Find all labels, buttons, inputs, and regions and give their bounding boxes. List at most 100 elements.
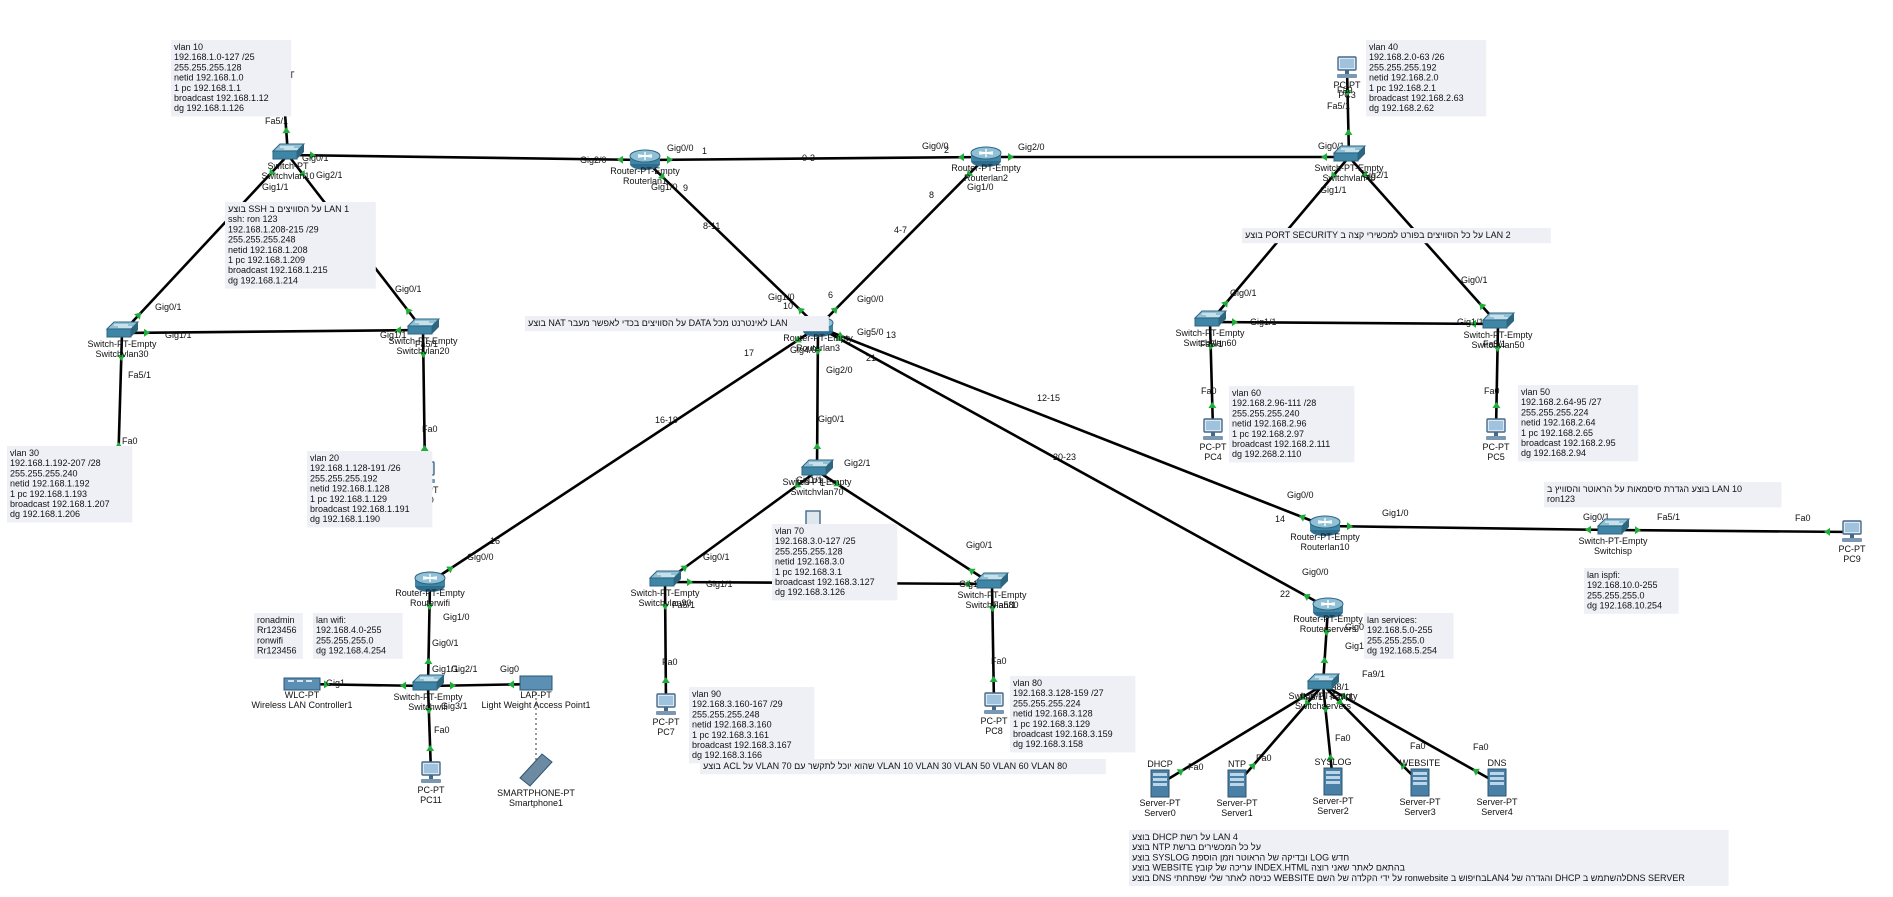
port-label: Fa0 bbox=[1795, 513, 1811, 523]
link-status-indicator bbox=[508, 680, 515, 689]
device-hostname: Routerservers bbox=[1300, 624, 1357, 634]
note-line: בוצע DHCP על רשת LAN 4 bbox=[1132, 832, 1238, 842]
link-status-indicator bbox=[1493, 345, 1502, 352]
note-line: 255.255.255.0 bbox=[1587, 590, 1645, 600]
port-label: Gig0/0 bbox=[467, 552, 494, 562]
link-status-indicator bbox=[405, 307, 413, 316]
pc-icon bbox=[1202, 418, 1224, 441]
device-model: Switch-PT-Empty bbox=[782, 477, 852, 487]
note-line: 192.168.4.0-255 bbox=[316, 625, 382, 635]
link-status-indicator bbox=[309, 151, 316, 160]
link-status-indicator bbox=[988, 605, 997, 612]
link-swisp-pc9 bbox=[1612, 528, 1853, 534]
switch-icon bbox=[106, 321, 139, 338]
note-line: dg 192.168.10.254 bbox=[1587, 601, 1662, 611]
port-label: Fa0 bbox=[122, 436, 138, 446]
note-line: 192.168.2.96-111 /28 bbox=[1232, 398, 1316, 408]
port-label: Gig0/0 bbox=[667, 143, 694, 153]
device-hostname: Server0 bbox=[1144, 808, 1176, 818]
device-hostname: Routerlan2 bbox=[964, 173, 1008, 183]
link-sw70-sw80 bbox=[816, 469, 993, 586]
link-status-indicator bbox=[1585, 525, 1592, 534]
link-status-indicator bbox=[424, 707, 433, 714]
note-line: 1 pc 192.168.1.193 bbox=[10, 489, 87, 499]
port-label: Gig1/1 bbox=[706, 579, 733, 589]
port-label: Fa5/1 bbox=[415, 339, 438, 349]
note-line: broadcast 192.168.2.95 bbox=[1521, 438, 1616, 448]
link-status-indicator bbox=[1008, 153, 1014, 161]
pc-icon bbox=[983, 692, 1005, 715]
link-sw30-sw20 bbox=[121, 328, 424, 335]
port-label: Gig0/1 bbox=[1230, 288, 1257, 298]
port-label: Gig1/1 bbox=[262, 182, 289, 192]
note-line: netid 192.168.2.0 bbox=[1369, 73, 1439, 83]
port-label: Gig1/1 bbox=[1250, 317, 1277, 327]
switch-icon bbox=[976, 572, 1009, 589]
note-line: בוצע DNS כניסה לאתר שלי שפתחתי WEBSITE ע… bbox=[1132, 873, 1685, 883]
note-line: vlan 30 bbox=[10, 448, 39, 458]
note-lanwifi: lan wifi:192.168.4.0-255255.255.255.0dg … bbox=[313, 613, 403, 659]
port-label: Fa9/1 bbox=[1362, 669, 1385, 679]
port-label: Gig1/1 bbox=[1457, 317, 1484, 327]
device-hostname: Switchvlan60 bbox=[1183, 338, 1236, 348]
note-line: 255.255.255.192 bbox=[1369, 62, 1437, 72]
note-line: lan wifi: bbox=[316, 615, 346, 625]
note-line: netid 192.168.3.128 bbox=[1013, 709, 1093, 719]
note-nat: בוצע NAT על הסוויצים בכדי לאפשר מעבר DAT… bbox=[525, 316, 829, 332]
note-line: 255.255.255.248 bbox=[692, 709, 760, 719]
link-status-indicator bbox=[1479, 303, 1487, 311]
note-line: בוצע ACL על VLAN 70 שהוא יוכל לתקשר עם V… bbox=[703, 761, 1067, 771]
devices-layer: PC-PTPC1PC-PTPC2PC-PTPC0PC-PTPC3PC-PTPC4… bbox=[87, 46, 1867, 818]
link-r10-swisp bbox=[1324, 524, 1614, 532]
note-line: dg 192.168.3.166 bbox=[692, 750, 762, 760]
port-label: Gig0/1 bbox=[302, 153, 329, 163]
link-status-indicator bbox=[1326, 754, 1335, 761]
note-line: dg 192.168.1.190 bbox=[310, 514, 380, 524]
note-line: vlan 50 bbox=[1521, 387, 1550, 397]
device-model: Router-PT-Empty bbox=[1290, 532, 1360, 542]
note-line: 255.255.255.240 bbox=[10, 468, 78, 478]
link-status-indicator bbox=[1472, 768, 1480, 776]
device-model: Server-PT bbox=[1139, 798, 1181, 808]
port-label: Gig2/0 bbox=[826, 365, 853, 375]
port-label: Fa0 bbox=[1256, 753, 1272, 763]
note-line: 192.168.2.0-63 /26 bbox=[1369, 52, 1445, 62]
switch-icon bbox=[1482, 312, 1515, 329]
